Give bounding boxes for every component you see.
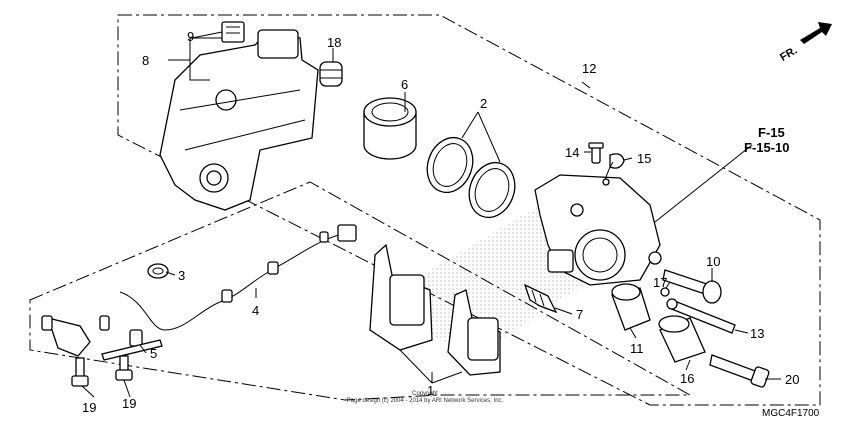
callout-19-right[interactable]: 19 bbox=[122, 396, 136, 411]
callout-2[interactable]: 2 bbox=[480, 96, 487, 111]
callout-1[interactable]: 1 bbox=[427, 383, 434, 398]
callout-13[interactable]: 13 bbox=[750, 326, 764, 341]
callout-15[interactable]: 15 bbox=[637, 151, 651, 166]
direction-marker: FR. bbox=[778, 22, 832, 64]
copyright-line-2: Page design (c) 2004 - 2014 by ARI Netwo… bbox=[347, 398, 504, 404]
o-ring-part[interactable] bbox=[660, 287, 670, 297]
callout-14[interactable]: 14 bbox=[565, 145, 579, 160]
piston-seal-set-part[interactable] bbox=[420, 131, 522, 224]
direction-label: FR. bbox=[778, 45, 799, 64]
callout-8[interactable]: 8 bbox=[142, 53, 149, 68]
callout-6[interactable]: 6 bbox=[401, 77, 408, 92]
leader-lines bbox=[81, 31, 781, 398]
callout-20[interactable]: 20 bbox=[785, 372, 799, 387]
caliper-bracket-part[interactable] bbox=[159, 29, 319, 211]
sleeve-part[interactable] bbox=[658, 315, 706, 363]
bleeder-screw-part[interactable] bbox=[588, 142, 604, 164]
copyright-line-1: Copyright bbox=[412, 391, 438, 397]
reference-f15[interactable]: F-15 bbox=[758, 125, 785, 140]
harness-stay-part[interactable] bbox=[101, 339, 163, 361]
callout-12[interactable]: 12 bbox=[582, 61, 596, 76]
diagram-code: MGC4F1700 bbox=[762, 408, 820, 419]
sensor-harness-part[interactable] bbox=[99, 224, 357, 331]
callout-7[interactable]: 7 bbox=[576, 307, 583, 322]
caliper-group-frame bbox=[117, 14, 821, 406]
wheel-speed-sensor-part[interactable] bbox=[41, 315, 143, 357]
callout-4[interactable]: 4 bbox=[252, 303, 259, 318]
harness-clamp-part[interactable] bbox=[147, 263, 169, 279]
callout-16[interactable]: 16 bbox=[680, 371, 694, 386]
caliper-bolt-part[interactable] bbox=[709, 354, 770, 388]
pin-boot-part[interactable] bbox=[662, 269, 722, 304]
callout-18[interactable]: 18 bbox=[327, 35, 341, 50]
brake-pad-set-part[interactable] bbox=[369, 243, 501, 376]
forward-arrow-icon bbox=[800, 22, 832, 44]
reference-f15-10[interactable]: F-15-10 bbox=[744, 140, 790, 155]
pad-spring-part[interactable] bbox=[523, 283, 558, 314]
callout-19-left[interactable]: 19 bbox=[82, 400, 96, 415]
callout-17[interactable]: 17 bbox=[653, 275, 667, 290]
caliper-sub-assembly-part[interactable] bbox=[534, 174, 662, 286]
callout-5[interactable]: 5 bbox=[150, 346, 157, 361]
slide-pin-part[interactable] bbox=[666, 298, 736, 334]
callout-10[interactable]: 10 bbox=[706, 254, 720, 269]
piston-part[interactable] bbox=[363, 97, 417, 160]
dust-boot-part[interactable] bbox=[611, 283, 651, 331]
callout-9[interactable]: 9 bbox=[187, 29, 194, 44]
callout-3[interactable]: 3 bbox=[178, 268, 185, 283]
bleeder-cap-part[interactable] bbox=[602, 153, 625, 186]
pad-group-frame bbox=[29, 181, 692, 401]
callout-11[interactable]: 11 bbox=[630, 341, 644, 356]
stay-bolt-part[interactable] bbox=[115, 355, 133, 381]
bracket-clip-part[interactable] bbox=[221, 21, 245, 43]
rubber-boot-part[interactable] bbox=[319, 61, 343, 87]
sensor-bolt-part[interactable] bbox=[71, 357, 89, 387]
